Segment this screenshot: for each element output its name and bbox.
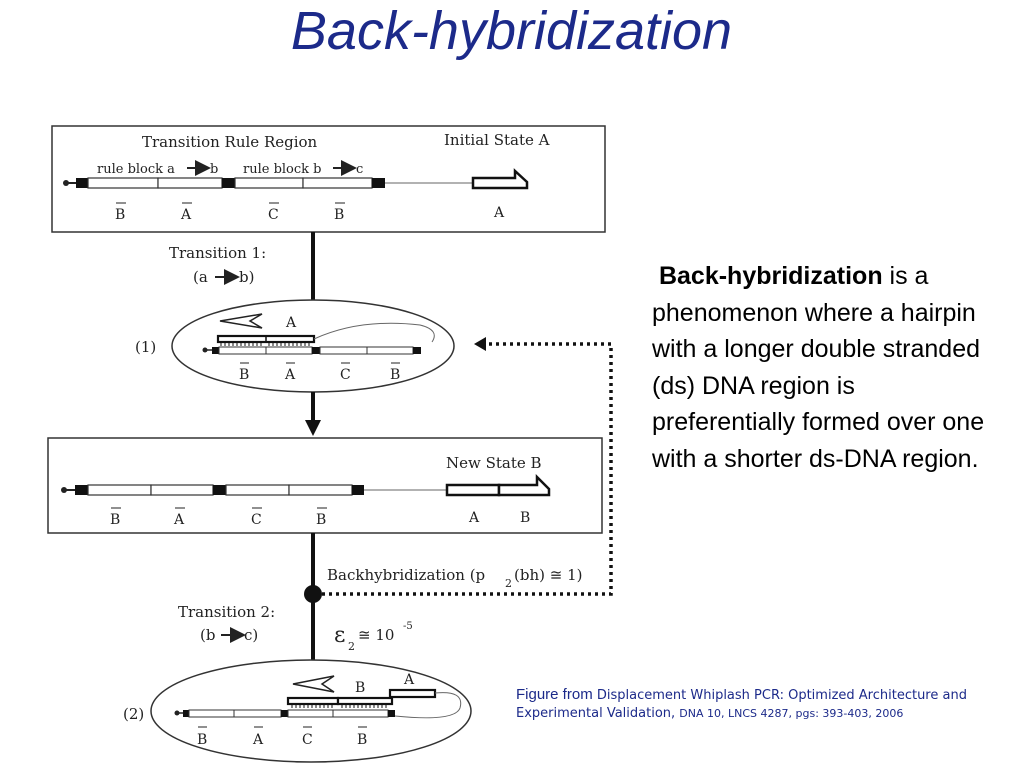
segment-box [302, 177, 373, 189]
new-state-label: New State B [446, 454, 542, 472]
segment-box [87, 177, 159, 189]
rule-block-b-target: c [356, 162, 363, 177]
transition-2-label: Transition 2: [178, 603, 275, 621]
hairpin-loop [313, 322, 435, 343]
state-segment-label: A [468, 510, 480, 526]
segment-label: C [340, 367, 351, 383]
rule-block-a-target: b [210, 162, 218, 177]
segment-label: C [302, 732, 313, 748]
primer-arrow-icon [219, 313, 263, 329]
hairpin-loop [394, 692, 462, 719]
state-segment-label: B [520, 510, 530, 526]
caption-prefix: Figure from [516, 686, 597, 703]
segment-label: A [284, 367, 296, 383]
segment-label: A [180, 207, 192, 223]
transition-1-label: Transition 1: [169, 244, 266, 262]
caption-separator: , [671, 706, 680, 721]
backhybridization-arrow-icon [474, 337, 486, 351]
segment-label: B [334, 207, 344, 223]
description-body: is a phenomenon where a hairpin with a l… [652, 262, 985, 473]
transition-1-from: (a [193, 268, 208, 286]
segment-label: B [110, 512, 120, 528]
state-b-segment [497, 473, 551, 497]
segment-label: C [268, 207, 279, 223]
initial-state-label: Initial State A [444, 131, 550, 149]
segment-label: B [390, 367, 400, 383]
transition-1-to: b) [239, 268, 254, 286]
primer-label: A [285, 315, 297, 331]
description-term: Back-hybridization [658, 262, 883, 290]
rule-block-a-label: rule block a [97, 162, 175, 177]
initial-state-box: Transition Rule Region Initial State A r… [51, 125, 606, 233]
backhybridization-rest: (bh) ≅ 1) [514, 566, 582, 584]
transition-2-from: (b [200, 626, 215, 644]
transition-rule-region-label: Transition Rule Region [142, 133, 318, 151]
backhybridization-label: Backhybridization (p [327, 566, 485, 584]
segment-label: B [197, 732, 207, 748]
step-2-ellipse: (2) B A B A [123, 659, 472, 763]
state-a-segment [471, 168, 529, 190]
step-1-label: (1) [135, 338, 156, 356]
flow-arrow-icon [305, 420, 321, 436]
rule-block-b-label: rule block b [243, 162, 322, 177]
transition-2-to: c) [244, 626, 258, 644]
primer-arrow-icon [292, 675, 335, 693]
backhybridization-path [322, 342, 613, 596]
description-text: Back-hybridization is a phenomenon where… [652, 258, 1002, 477]
segment-box [234, 177, 304, 189]
state-segment-label: A [493, 205, 505, 221]
caption-source: Displacement Whiplash PCR: Optimized Arc… [516, 688, 967, 721]
segment-label: A [173, 512, 185, 528]
epsilon-symbol: ε [334, 623, 345, 648]
segment-label: B [115, 207, 125, 223]
backhybridization-sub: 2 [505, 577, 512, 590]
segment-box [157, 177, 223, 189]
slide-title: Back-hybridization [290, 1, 733, 61]
epsilon-exponent: -5 [403, 621, 413, 632]
epsilon-sub: 2 [348, 640, 355, 653]
primer-label: B [355, 680, 365, 696]
new-state-box: New State B B A C B A B [47, 437, 603, 534]
segment-label: C [251, 512, 262, 528]
figure-caption: Figure from Displacement Whiplash PCR: O… [516, 686, 1006, 723]
stopper-block [76, 178, 88, 188]
segment-label: B [357, 732, 367, 748]
step-2-label: (2) [123, 705, 144, 723]
stopper-block [372, 178, 385, 188]
segment-label: A [252, 732, 264, 748]
stopper-block [222, 178, 235, 188]
epsilon-relation: ≅ 10 [358, 626, 394, 644]
primer-label: A [403, 672, 415, 688]
branch-point [304, 585, 322, 603]
step-1-ellipse: (1) A B A [135, 299, 455, 393]
segment-label: B [239, 367, 249, 383]
caption-journal: DNA 10, LNCS 4287, pgs: 393-403, 2006 [679, 707, 904, 720]
segment-label: B [316, 512, 326, 528]
